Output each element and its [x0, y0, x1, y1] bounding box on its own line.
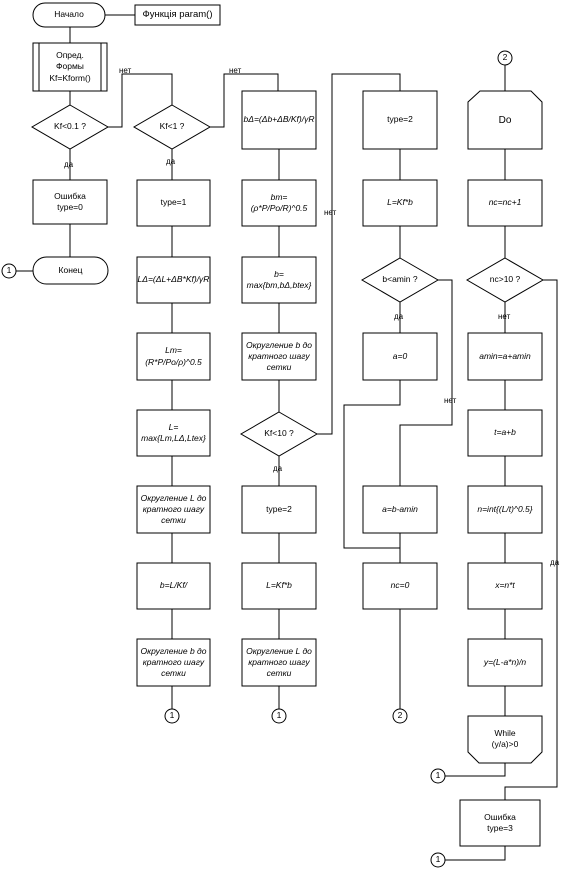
- decision-kf-01-label: Kf<0.1 ?: [54, 121, 86, 132]
- b-max-label: b= max{bm,bΔ,btex}: [246, 268, 312, 290]
- decision-nc-10-label: nc>10 ?: [489, 274, 521, 285]
- bm-box: [241, 179, 317, 227]
- type1-label: type=1: [160, 197, 187, 208]
- connector-1-col2-label: 1: [169, 710, 175, 721]
- round-b-label: Округление b до кратного шагу сетки: [140, 645, 207, 679]
- function-annotation: [134, 4, 221, 26]
- error-type0-label: Ошибка type=0: [54, 190, 86, 212]
- process-form-label: Опред. Формы Kf=Kform(): [49, 50, 91, 83]
- l-kfb-col4-label: L=Kf*b: [387, 197, 413, 208]
- x-calc-label: x=n*t: [495, 580, 515, 591]
- connector-1-while: [430, 768, 446, 784]
- do-loop-start: [467, 90, 543, 150]
- connector-1-left: [1, 263, 17, 279]
- connector-1-col3: [271, 708, 287, 724]
- nc-zero-label: nc=0: [390, 580, 410, 591]
- no-label-2: нет: [229, 66, 242, 75]
- nc-zero-box: [362, 562, 438, 610]
- x-calc-box: [467, 562, 543, 610]
- start-label: Начало: [54, 9, 84, 20]
- lm-box: [136, 332, 211, 381]
- round-b-box: [136, 638, 211, 687]
- a-zero-box: [362, 332, 438, 381]
- round-b-col3-label: Округление b до кратного шагу сетки: [246, 339, 312, 373]
- connector-1-col3-label: 1: [276, 710, 282, 721]
- round-l-box: [136, 485, 211, 534]
- yes-label-5: да: [550, 558, 560, 567]
- round-l-col3-label: Округление L до кратного шагу сетки: [246, 645, 312, 679]
- type2-col4-box: [362, 90, 438, 150]
- ldelta-box: [136, 256, 211, 304]
- lm-label: Lm= (R*P/Po/ρ)^0.5: [145, 345, 202, 367]
- ldelta-label: LΔ=(ΔL+ΔB*Kf)/γR: [137, 274, 210, 285]
- l-kfb-col4-box: [362, 179, 438, 227]
- yes-label-2: да: [166, 157, 176, 166]
- connector-1-bottom: [430, 852, 446, 868]
- do-label: Do: [498, 114, 512, 126]
- y-calc-label: y=(L-a*n)/n: [483, 656, 527, 667]
- n-calc-box: [467, 485, 543, 534]
- connector-2-col5-label: 2: [502, 52, 508, 63]
- no-label-3: нет: [324, 208, 337, 217]
- connector-1-while-label: 1: [435, 770, 441, 781]
- no-label-5: нет: [498, 312, 511, 321]
- type2-col4-label: type=2: [387, 114, 413, 125]
- connector-2-col4-label: 2: [397, 710, 403, 721]
- decision-kf-10-label: Kf<10 ?: [264, 428, 294, 439]
- while-loop-end: [467, 715, 543, 764]
- bdelta-box: [241, 90, 317, 150]
- b-calc-label: b=L/Kf/: [159, 580, 188, 591]
- round-l-label: Округление L до кратного шагу сетки: [140, 492, 207, 526]
- connector-1-col2: [164, 708, 180, 724]
- t-calc-box: [467, 409, 543, 457]
- bm-label: bm= (ρ*P/Po/R)^0.5: [250, 191, 308, 213]
- yes-label-3: да: [273, 464, 283, 473]
- nc-increment-label: nc=nc+1: [488, 197, 522, 208]
- l-max-label: L= max{Lm,LΔ,Ltex}: [141, 421, 206, 443]
- connector-1-left-label: 1: [6, 265, 12, 276]
- round-b-col3-box: [241, 332, 317, 381]
- b-calc-box: [136, 562, 211, 610]
- nc-increment-box: [467, 179, 543, 227]
- decision-kf-1-label: Kf<1 ?: [159, 121, 185, 132]
- error-type3-label: Ошибка type=3: [484, 811, 516, 833]
- decision-b-amin-label: b<amin ?: [382, 274, 418, 285]
- type2-col3-label: type=2: [266, 503, 292, 514]
- l-kfb-col3-label: L=Kf*b: [266, 580, 292, 591]
- no-label-1: нет: [119, 66, 132, 75]
- amin-calc-label: amin=a+amin: [479, 350, 531, 361]
- a-calc-label: a=b-amin: [382, 503, 418, 514]
- connector-1-bottom-label: 1: [435, 854, 441, 865]
- b-max-box: [241, 256, 317, 304]
- l-max-box: [136, 409, 211, 457]
- a-zero-label: a=0: [392, 350, 408, 361]
- error-type3-box: [459, 799, 541, 847]
- type1-box: [136, 179, 211, 227]
- no-label-4: нет: [444, 396, 457, 405]
- yes-label-1: да: [64, 160, 74, 169]
- function-name-label: Функція param(): [142, 8, 213, 20]
- n-calc-label: n=int{(L/t)^0.5}: [477, 503, 533, 514]
- error-type0-box: [32, 179, 108, 225]
- connector-2-col4: [392, 708, 408, 724]
- while-label: While (y/a)>0: [491, 727, 519, 749]
- bdelta-label: bΔ=(Δb+ΔB/Kf)/γR: [243, 114, 315, 125]
- t-calc-label: t=a+b: [494, 427, 516, 438]
- l-kfb-col3-box: [241, 562, 317, 610]
- yes-label-4: да: [394, 312, 404, 321]
- end-label: Конец: [58, 264, 83, 275]
